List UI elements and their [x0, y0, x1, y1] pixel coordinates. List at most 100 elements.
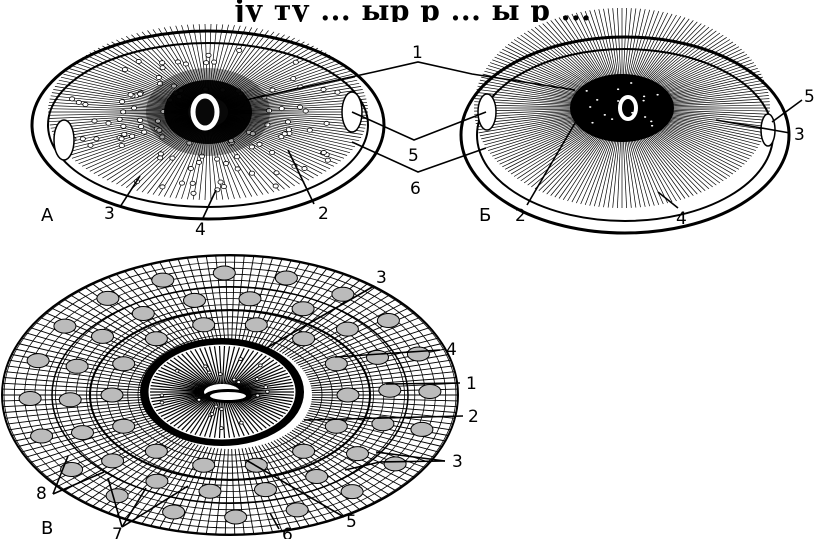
dot — [138, 118, 143, 122]
hatched-oval — [145, 444, 167, 458]
dot — [644, 116, 647, 119]
panel-a-section — [32, 24, 384, 219]
panel-a-left-pocket — [54, 120, 74, 160]
label-c-3-top: 3 — [376, 268, 387, 288]
dot — [219, 373, 223, 376]
dot — [160, 66, 165, 70]
dot — [273, 184, 278, 188]
dot — [220, 408, 224, 411]
dot — [256, 394, 260, 397]
hatched-oval — [325, 419, 347, 433]
dot — [259, 364, 263, 367]
label-1-top: 1 — [412, 43, 423, 63]
panel-b-left-pocket — [478, 94, 496, 130]
dot — [249, 145, 254, 149]
dot — [70, 97, 75, 101]
dot — [119, 144, 124, 148]
hatched-oval — [101, 388, 123, 402]
hatched-oval — [163, 505, 185, 519]
dot — [282, 132, 287, 136]
dot — [208, 371, 212, 374]
hatched-oval — [19, 392, 41, 406]
hatched-oval — [72, 426, 94, 440]
dot — [232, 378, 236, 381]
dot — [183, 62, 188, 66]
hatched-oval — [113, 357, 135, 371]
dot — [142, 130, 147, 134]
hatched-oval — [347, 447, 369, 461]
dot — [286, 128, 291, 132]
dot — [215, 157, 220, 161]
panel-letter-v: В — [41, 518, 53, 539]
dot — [204, 365, 208, 368]
dot — [585, 90, 588, 93]
dot — [160, 401, 164, 404]
dot — [264, 386, 268, 389]
figure-caption: ју ту ... ыр р ... ы р ... — [0, 0, 826, 22]
dot — [191, 191, 196, 195]
dot — [274, 171, 279, 175]
hatched-oval — [97, 291, 119, 305]
panel-letter-a: А — [41, 205, 54, 226]
dot — [285, 120, 290, 124]
dot — [179, 181, 184, 185]
label-c-3-bottom: 3 — [452, 452, 463, 472]
dot — [175, 369, 179, 372]
dot — [302, 166, 307, 170]
dot — [603, 114, 606, 117]
label-b-5: 5 — [804, 87, 815, 107]
dot — [139, 125, 144, 129]
dot — [76, 100, 81, 104]
dot — [307, 128, 312, 132]
hatched-oval — [306, 470, 328, 484]
hatched-oval — [193, 458, 215, 472]
hatched-oval — [293, 444, 315, 458]
dot — [197, 398, 201, 401]
label-a-2: 2 — [318, 204, 329, 224]
dot — [106, 121, 111, 125]
label-c-1: 1 — [466, 374, 477, 394]
dot — [121, 124, 126, 128]
hatched-oval — [377, 314, 399, 328]
dot — [196, 160, 201, 164]
dot — [235, 155, 240, 159]
panel-a-dark-halo — [146, 68, 270, 156]
dot — [266, 390, 270, 393]
dot — [204, 61, 209, 65]
dot — [210, 413, 214, 416]
dot — [128, 93, 133, 97]
label-c-6: 6 — [282, 525, 293, 539]
dot — [240, 421, 244, 424]
dot — [88, 143, 93, 147]
dot — [335, 90, 340, 94]
dot — [138, 92, 143, 96]
hatched-oval — [152, 273, 174, 287]
panel-letter-b: Б — [479, 205, 491, 226]
dot — [120, 100, 125, 104]
hatched-oval — [419, 385, 441, 399]
dot — [156, 75, 161, 79]
dot — [611, 118, 614, 121]
dot — [324, 121, 329, 125]
dot — [630, 82, 633, 85]
dot — [656, 93, 659, 96]
hatched-oval — [92, 329, 114, 343]
dot — [279, 107, 284, 111]
hatched-oval — [106, 489, 128, 503]
hatched-oval — [213, 266, 235, 280]
dot — [239, 358, 243, 361]
label-6-middle: 6 — [410, 179, 421, 199]
leader-c-1 — [386, 383, 460, 384]
hatched-oval — [286, 503, 308, 517]
label-c-2: 2 — [468, 407, 479, 427]
dot — [122, 68, 127, 72]
hatched-oval — [336, 322, 358, 336]
hatched-oval — [245, 318, 267, 332]
hatched-oval — [145, 332, 167, 346]
dot — [321, 150, 326, 154]
dot — [170, 156, 175, 160]
hatched-oval — [384, 457, 406, 471]
dot — [651, 125, 654, 128]
